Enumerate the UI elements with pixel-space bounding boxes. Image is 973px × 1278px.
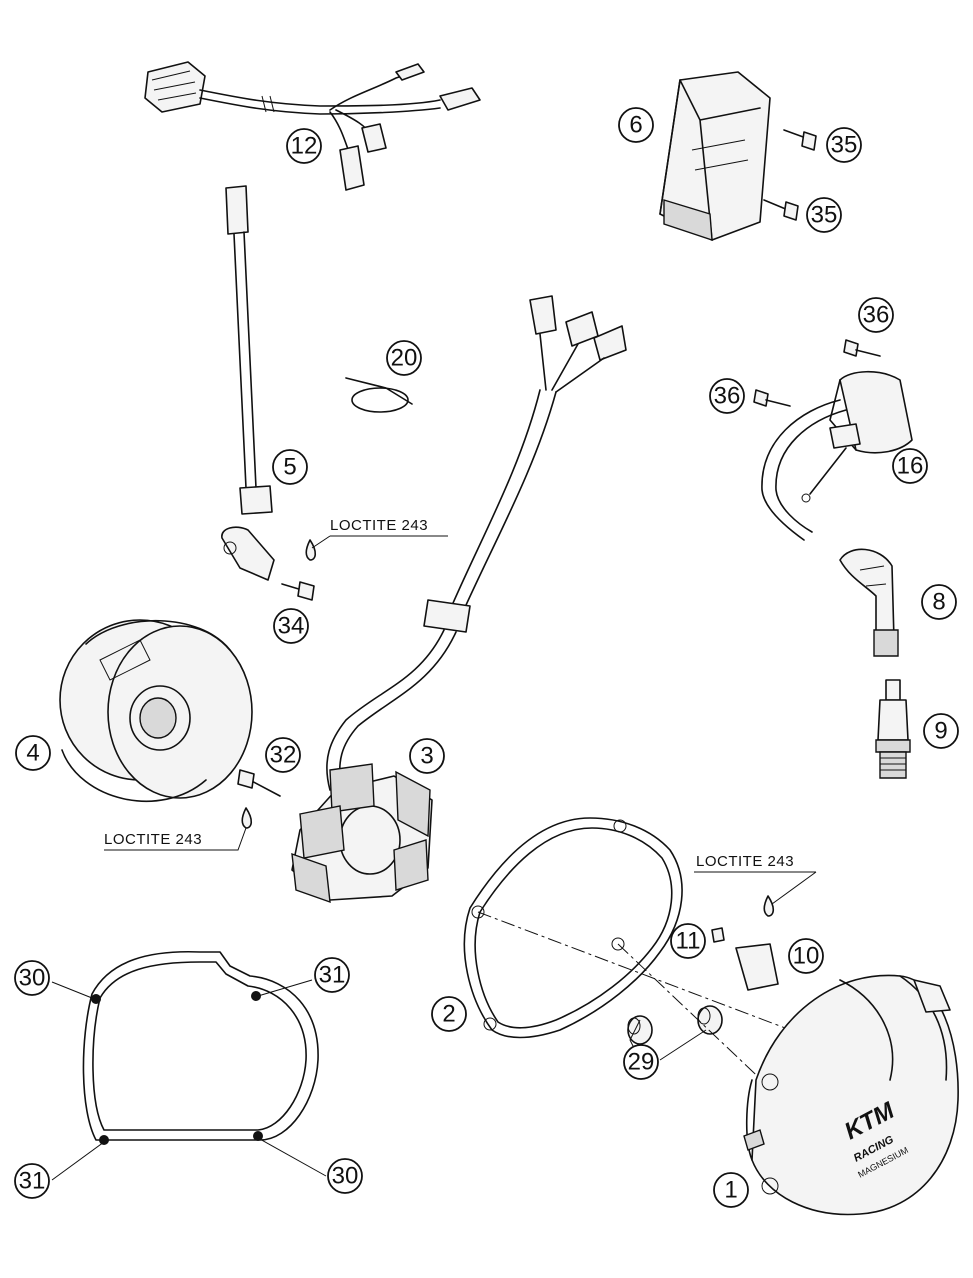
svg-text:11: 11 — [676, 928, 701, 955]
callout-12: 12 — [286, 128, 322, 164]
callout-36-lower: 36 — [709, 378, 745, 414]
svg-text:30: 30 — [332, 1163, 359, 1190]
svg-text:36: 36 — [714, 383, 741, 410]
wiring-harness-part — [144, 61, 481, 191]
svg-text:6: 6 — [629, 112, 642, 139]
leader-lines — [51, 535, 817, 1181]
svg-text:35: 35 — [831, 132, 858, 159]
svg-text:9: 9 — [934, 718, 947, 745]
base-gasket-part — [82, 950, 319, 1145]
callout-10: 10 — [788, 938, 824, 974]
callout-16: 16 — [892, 448, 928, 484]
svg-text:31: 31 — [19, 1168, 46, 1195]
callout-31-upper: 31 — [314, 957, 350, 993]
callout-3: 3 — [409, 738, 445, 774]
svg-text:3: 3 — [420, 743, 433, 770]
cable-tie-part — [345, 377, 413, 413]
coil-screw-upper — [843, 339, 881, 357]
ignition-cover-part: KTM RACING MAGNESIUM — [743, 974, 959, 1216]
callout-35-lower: 35 — [806, 197, 842, 233]
callout-29: 29 — [623, 1044, 659, 1080]
spark-plug-part — [875, 679, 911, 779]
coil-screw-lower — [753, 389, 791, 407]
callout-36-upper: 36 — [858, 297, 894, 333]
svg-text:29: 29 — [628, 1049, 655, 1076]
flywheel-part — [59, 619, 253, 802]
alignment-line-lower — [617, 943, 771, 1089]
callout-30-upper: 30 — [14, 960, 50, 996]
loctite-drop-c — [763, 895, 775, 917]
bracket-10-part — [735, 943, 779, 991]
bolt-32-part — [237, 769, 281, 797]
stator-part — [291, 295, 627, 904]
callout-5: 5 — [272, 449, 308, 485]
svg-text:8: 8 — [932, 589, 945, 616]
bolt-34-part — [281, 581, 315, 601]
cdi-unit-part — [659, 71, 771, 241]
svg-text:20: 20 — [391, 345, 418, 372]
svg-text:5: 5 — [283, 454, 296, 481]
ignition-coil-part — [761, 370, 913, 541]
svg-text:12: 12 — [291, 133, 318, 160]
svg-text:31: 31 — [319, 962, 346, 989]
svg-text:36: 36 — [863, 302, 890, 329]
svg-text:10: 10 — [793, 943, 820, 970]
loctite-note-c: LOCTITE 243 — [696, 853, 794, 870]
callout-2: 2 — [431, 996, 467, 1032]
callout-34: 34 — [273, 608, 309, 644]
callout-1: 1 — [713, 1172, 749, 1208]
svg-text:4: 4 — [26, 740, 39, 767]
callout-4: 4 — [15, 735, 51, 771]
dowel-sleeve-a — [627, 1015, 653, 1045]
loctite-note-a: LOCTITE 243 — [330, 517, 428, 534]
svg-text:16: 16 — [897, 453, 924, 480]
callout-9: 9 — [923, 713, 959, 749]
svg-text:30: 30 — [19, 965, 46, 992]
svg-text:2: 2 — [442, 1001, 455, 1028]
svg-text:34: 34 — [278, 613, 305, 640]
callout-35-upper: 35 — [826, 127, 862, 163]
alignment-line-upper — [477, 911, 871, 1061]
loctite-drop-b — [241, 807, 253, 829]
cover-gasket-part — [463, 817, 683, 1039]
svg-text:1: 1 — [724, 1177, 737, 1204]
dowel-sleeve-b — [697, 1005, 723, 1035]
callout-8: 8 — [921, 584, 957, 620]
callout-31-lower: 31 — [14, 1163, 50, 1199]
callout-30-lower: 30 — [327, 1158, 363, 1194]
pickup-sensor-part — [221, 185, 275, 581]
svg-text:32: 32 — [270, 742, 297, 769]
loctite-note-b: LOCTITE 243 — [104, 831, 202, 848]
callout-20: 20 — [386, 340, 422, 376]
screw-11-part — [711, 927, 725, 943]
cdi-screw-upper — [783, 129, 817, 151]
callout-6: 6 — [618, 107, 654, 143]
spark-plug-cap-part — [839, 548, 899, 657]
svg-text:35: 35 — [811, 202, 838, 229]
cdi-screw-lower — [763, 199, 799, 221]
loctite-drop-a — [305, 539, 317, 561]
callout-11: 11 — [670, 923, 706, 959]
callout-32: 32 — [265, 737, 301, 773]
